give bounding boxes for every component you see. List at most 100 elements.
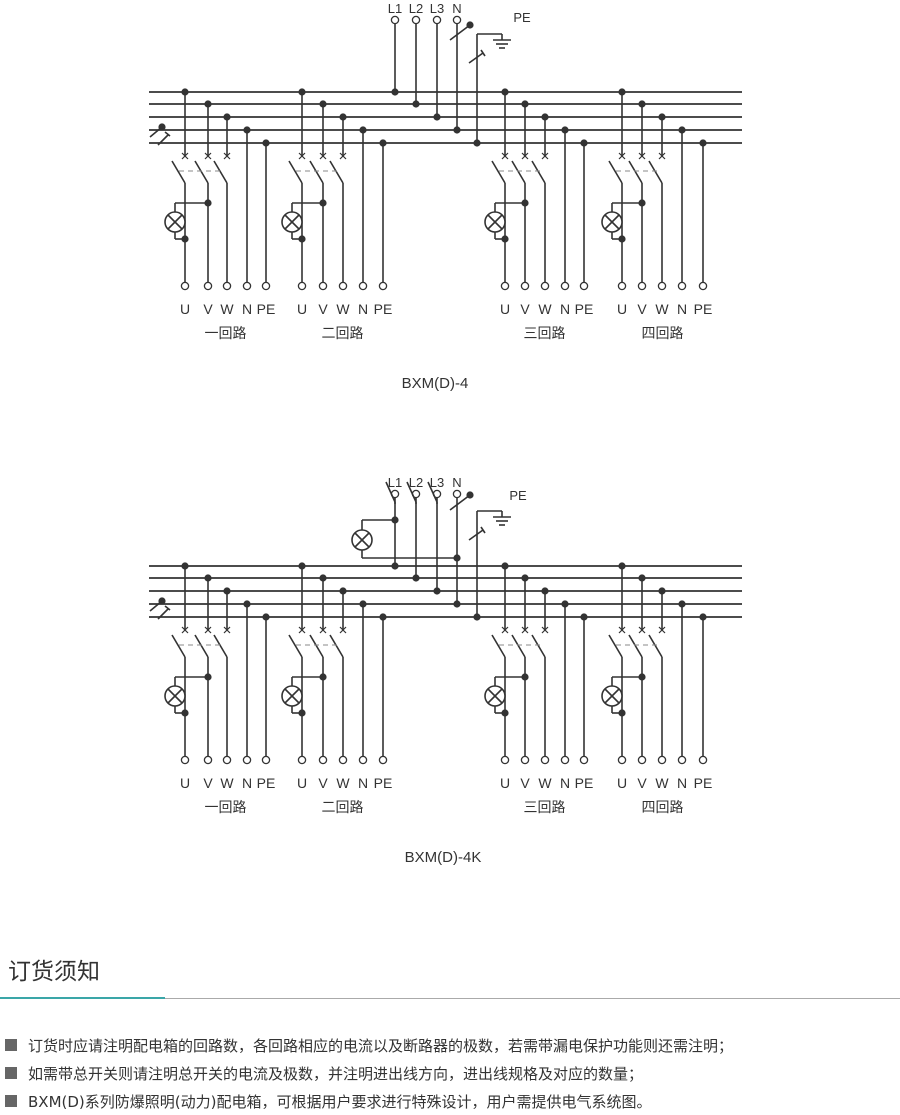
- output-label: W: [220, 301, 234, 317]
- pe-switch-icon: [480, 526, 486, 534]
- breaker-blade: [628, 634, 643, 658]
- lamp-icon: [487, 214, 503, 230]
- terminal-icon: [358, 281, 368, 291]
- terminal-icon: [540, 755, 550, 765]
- n-switch-icon: [449, 494, 471, 511]
- output-label: N: [242, 775, 252, 791]
- terminal-icon: [500, 281, 510, 291]
- terminal-icon: [677, 755, 687, 765]
- terminal-icon: [261, 281, 271, 291]
- wire: [385, 481, 396, 503]
- pe-switch-icon: [480, 49, 486, 57]
- junction-dot: [618, 709, 626, 717]
- section-title: 订货须知: [8, 959, 100, 985]
- breaker-x-icon: [181, 152, 189, 160]
- terminal-icon: [520, 755, 530, 765]
- terminal-icon: [657, 755, 667, 765]
- terminal-icon: [222, 755, 232, 765]
- output-label: PE: [374, 775, 393, 791]
- terminal-icon: [297, 755, 307, 765]
- terminal-icon: [698, 281, 708, 291]
- output-label: U: [297, 301, 307, 317]
- breaker-x-icon: [339, 626, 347, 634]
- terminal-icon: [500, 755, 510, 765]
- input-label-l2: L2: [409, 1, 423, 16]
- terminal-icon: [411, 15, 421, 25]
- breaker-blade: [213, 160, 228, 184]
- note-item: 订货时应请注明配电箱的回路数，各回路相应的电流以及断路器的极数，若需带漏电保护功…: [5, 1031, 733, 1059]
- output-label: N: [560, 301, 570, 317]
- breaker-x-icon: [204, 152, 212, 160]
- terminal-icon: [560, 281, 570, 291]
- junction-dot: [453, 600, 461, 608]
- circuit-name: 一回路: [205, 325, 247, 341]
- breaker-x-icon: [638, 152, 646, 160]
- breaker-blade: [309, 634, 324, 658]
- junction-dot: [473, 613, 481, 621]
- input-label-l3: L3: [430, 1, 444, 16]
- bus-switch-icon: [149, 126, 163, 138]
- junction-dot: [181, 709, 189, 717]
- breaker-blade: [491, 634, 506, 658]
- breaker-blade: [511, 634, 526, 658]
- terminal-icon: [203, 755, 213, 765]
- junction-dot: [433, 113, 441, 121]
- terminal-icon: [560, 755, 570, 765]
- bus-switch-icon: [149, 600, 163, 612]
- output-label: W: [655, 301, 669, 317]
- bus-switch-icon: [164, 131, 171, 137]
- breaker-blade: [511, 160, 526, 184]
- input-label-l3: L3: [430, 475, 444, 490]
- lamp-icon: [167, 688, 183, 704]
- terminal-icon: [318, 755, 328, 765]
- junction-dot: [391, 88, 399, 96]
- terminal-icon: [637, 281, 647, 291]
- output-label: W: [538, 775, 552, 791]
- breaker-blade: [491, 160, 506, 184]
- output-label: N: [242, 301, 252, 317]
- terminal-icon: [378, 755, 388, 765]
- output-label: U: [617, 775, 627, 791]
- wire: [427, 481, 438, 503]
- terminal-icon: [579, 281, 589, 291]
- note-item: 如需带总开关则请注明总开关的电流及极数，并注明进出线方向，进出线规格及对应的数量…: [5, 1059, 733, 1087]
- breaker-blade: [608, 160, 623, 184]
- terminal-icon: [378, 281, 388, 291]
- terminal-icon: [677, 281, 687, 291]
- terminal-icon: [222, 281, 232, 291]
- terminal-icon: [452, 489, 462, 499]
- junction-dot: [618, 235, 626, 243]
- pe-label: PE: [513, 10, 531, 25]
- bus-switch-icon: [164, 605, 171, 611]
- wire: [406, 481, 417, 503]
- terminal-icon: [452, 15, 462, 25]
- junction-dot: [453, 126, 461, 134]
- output-label: N: [358, 301, 368, 317]
- circuit-name: 二回路: [322, 325, 364, 341]
- breaker-x-icon: [658, 626, 666, 634]
- breaker-x-icon: [204, 626, 212, 634]
- output-label: PE: [694, 301, 713, 317]
- breaker-blade: [329, 634, 344, 658]
- terminal-icon: [318, 281, 328, 291]
- breaker-x-icon: [501, 152, 509, 160]
- lamp-icon: [284, 214, 300, 230]
- terminal-icon: [432, 15, 442, 25]
- output-label: PE: [257, 301, 276, 317]
- output-label: W: [336, 301, 350, 317]
- output-label: U: [297, 775, 307, 791]
- breaker-blade: [531, 634, 546, 658]
- breaker-x-icon: [521, 626, 529, 634]
- breaker-x-icon: [319, 152, 327, 160]
- output-label: U: [617, 301, 627, 317]
- terminal-icon: [338, 755, 348, 765]
- output-label: W: [538, 301, 552, 317]
- breaker-x-icon: [319, 626, 327, 634]
- terminal-icon: [520, 281, 530, 291]
